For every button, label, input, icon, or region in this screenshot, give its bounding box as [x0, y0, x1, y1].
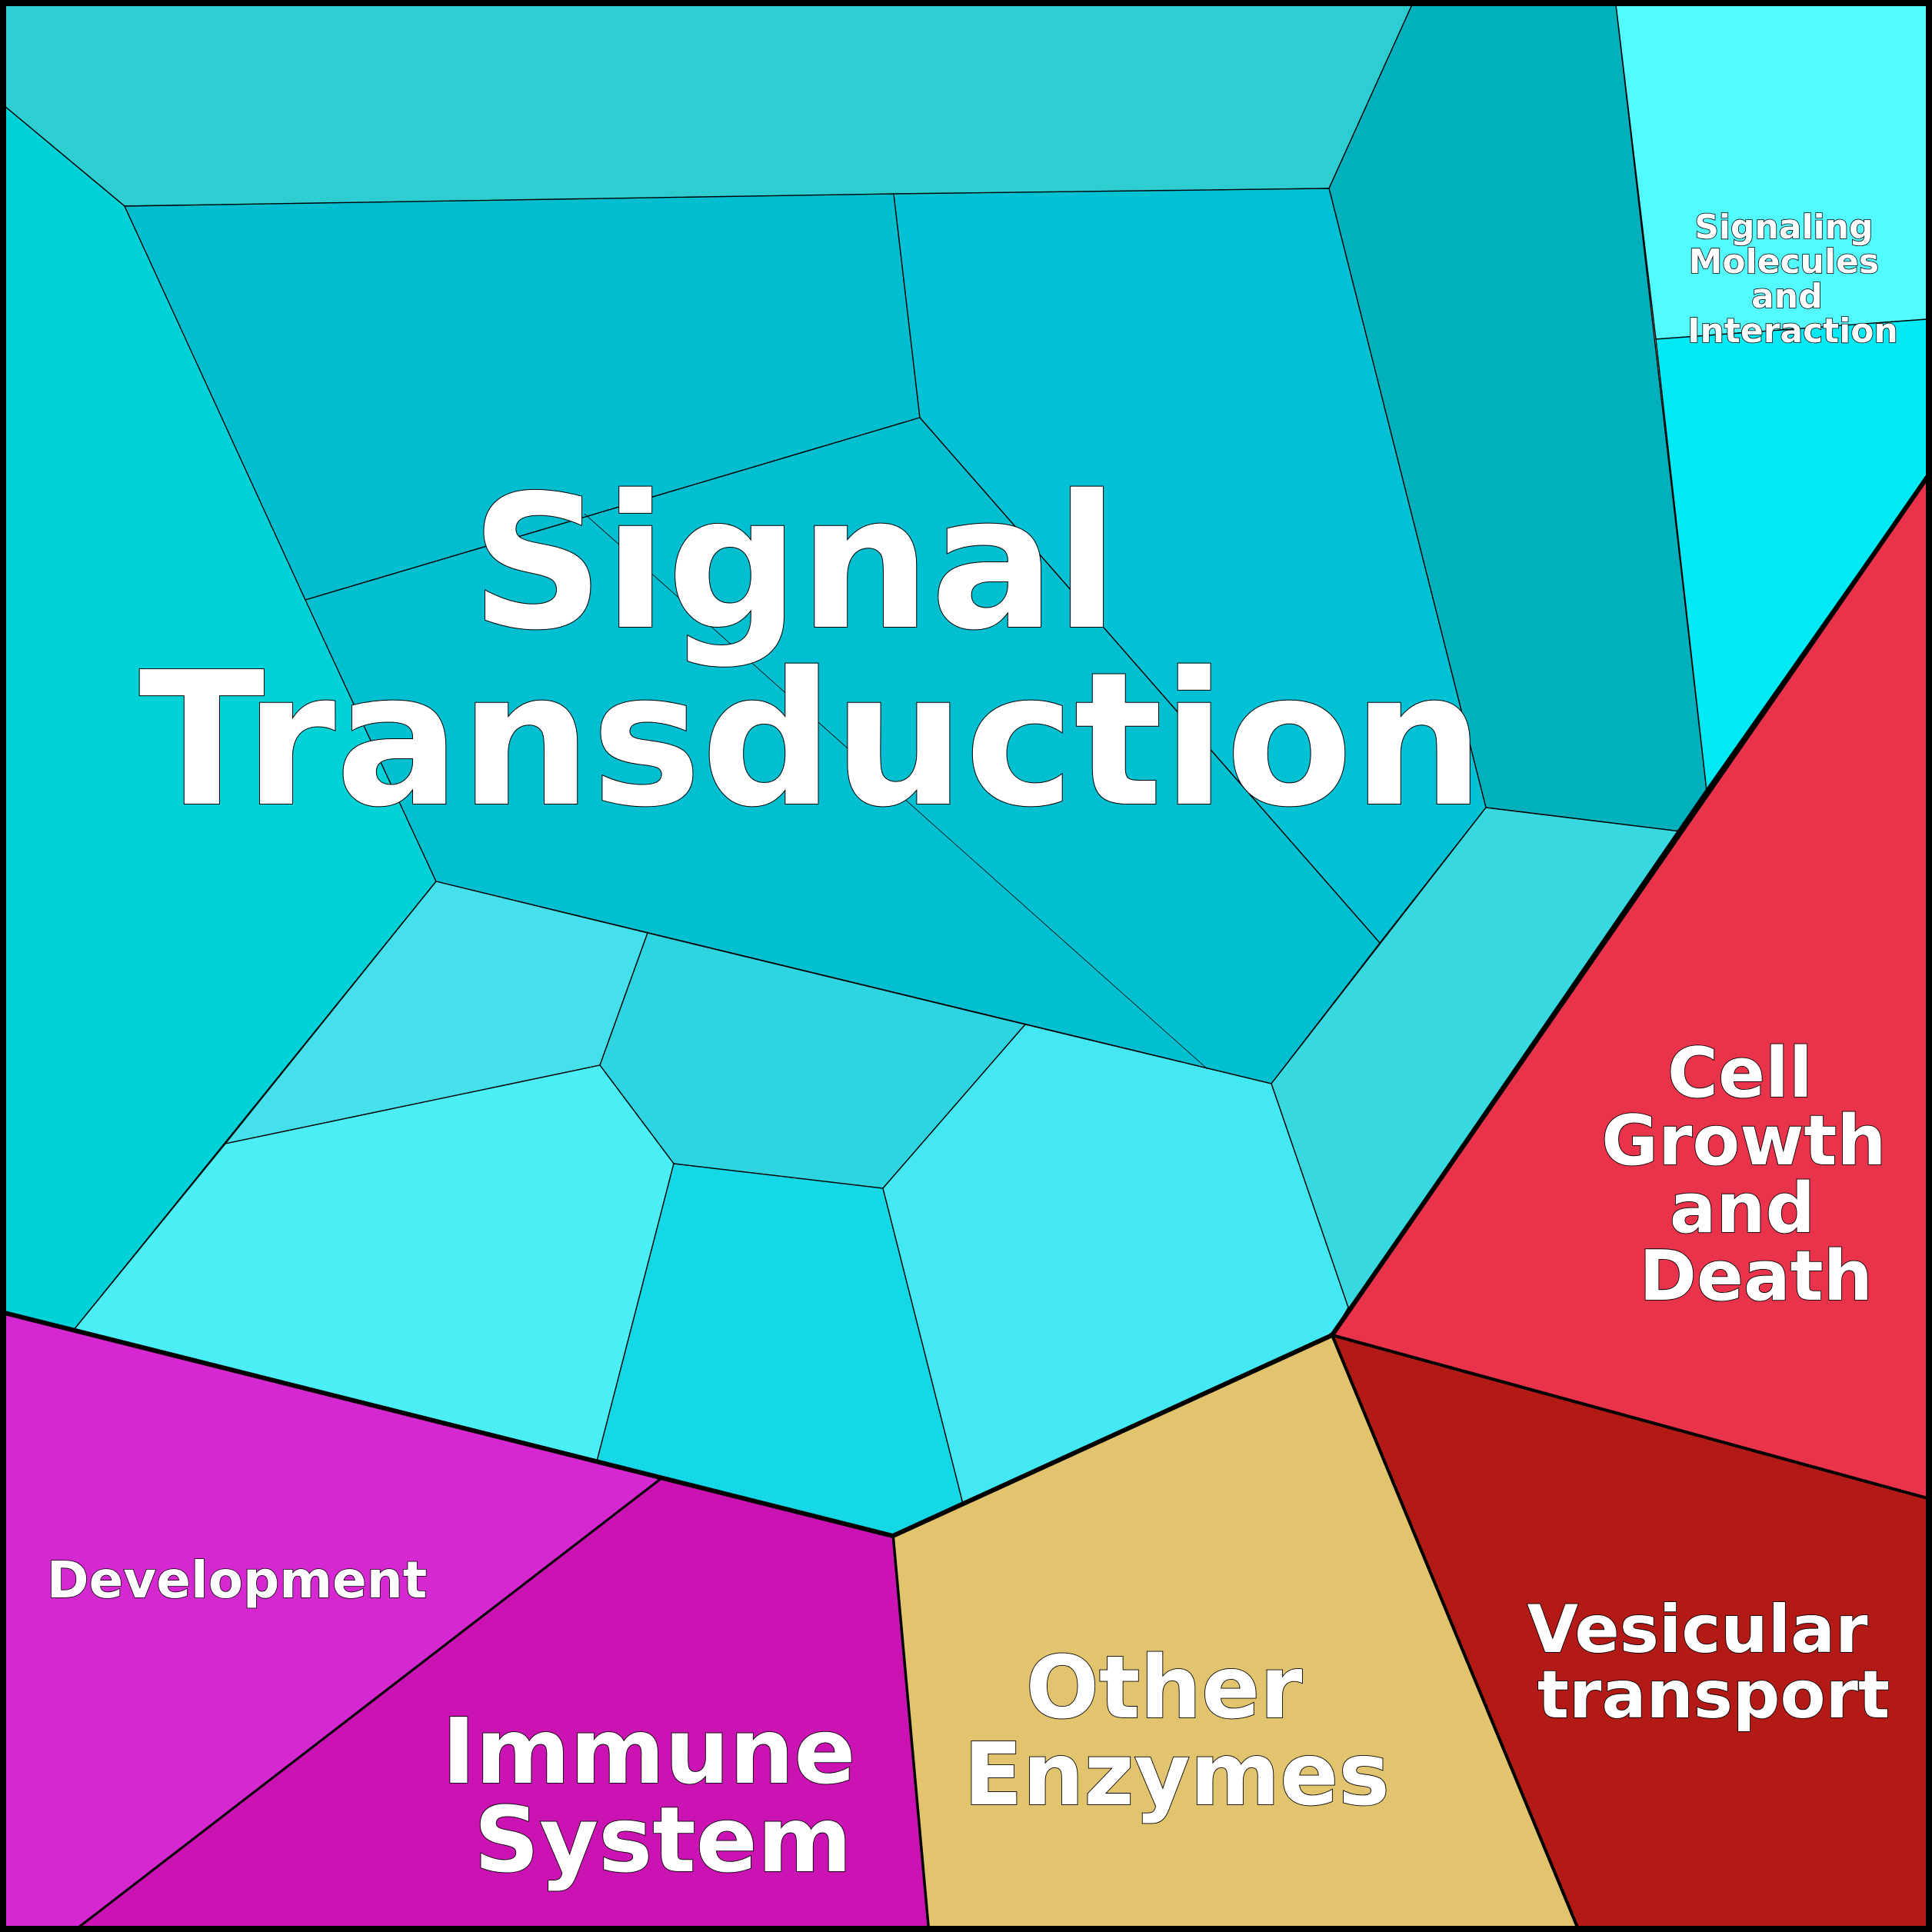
cell-growth-label: Cell Growth and Death: [1601, 1033, 1910, 1317]
other-enzymes-label: Other Enzymes: [964, 1638, 1390, 1825]
signal-transduction-label: Signal Transduction: [138, 455, 1484, 848]
signaling-molecules-label: Signaling Molecules and Interaction: [1687, 208, 1898, 351]
signaling-molecules-region: [1615, 4, 1928, 792]
signal-transduction-region: [4, 4, 1707, 1537]
signal-transduction-boundary: [4, 475, 1930, 1539]
immune-system-label: Immune System: [442, 1698, 888, 1893]
st-cell-top[interactable]: [4, 4, 1414, 207]
st-inner-seam: [584, 513, 1208, 1070]
vesicular-transport-label: Vesicular transport: [1527, 1591, 1891, 1734]
development-label: Development: [47, 1551, 428, 1610]
